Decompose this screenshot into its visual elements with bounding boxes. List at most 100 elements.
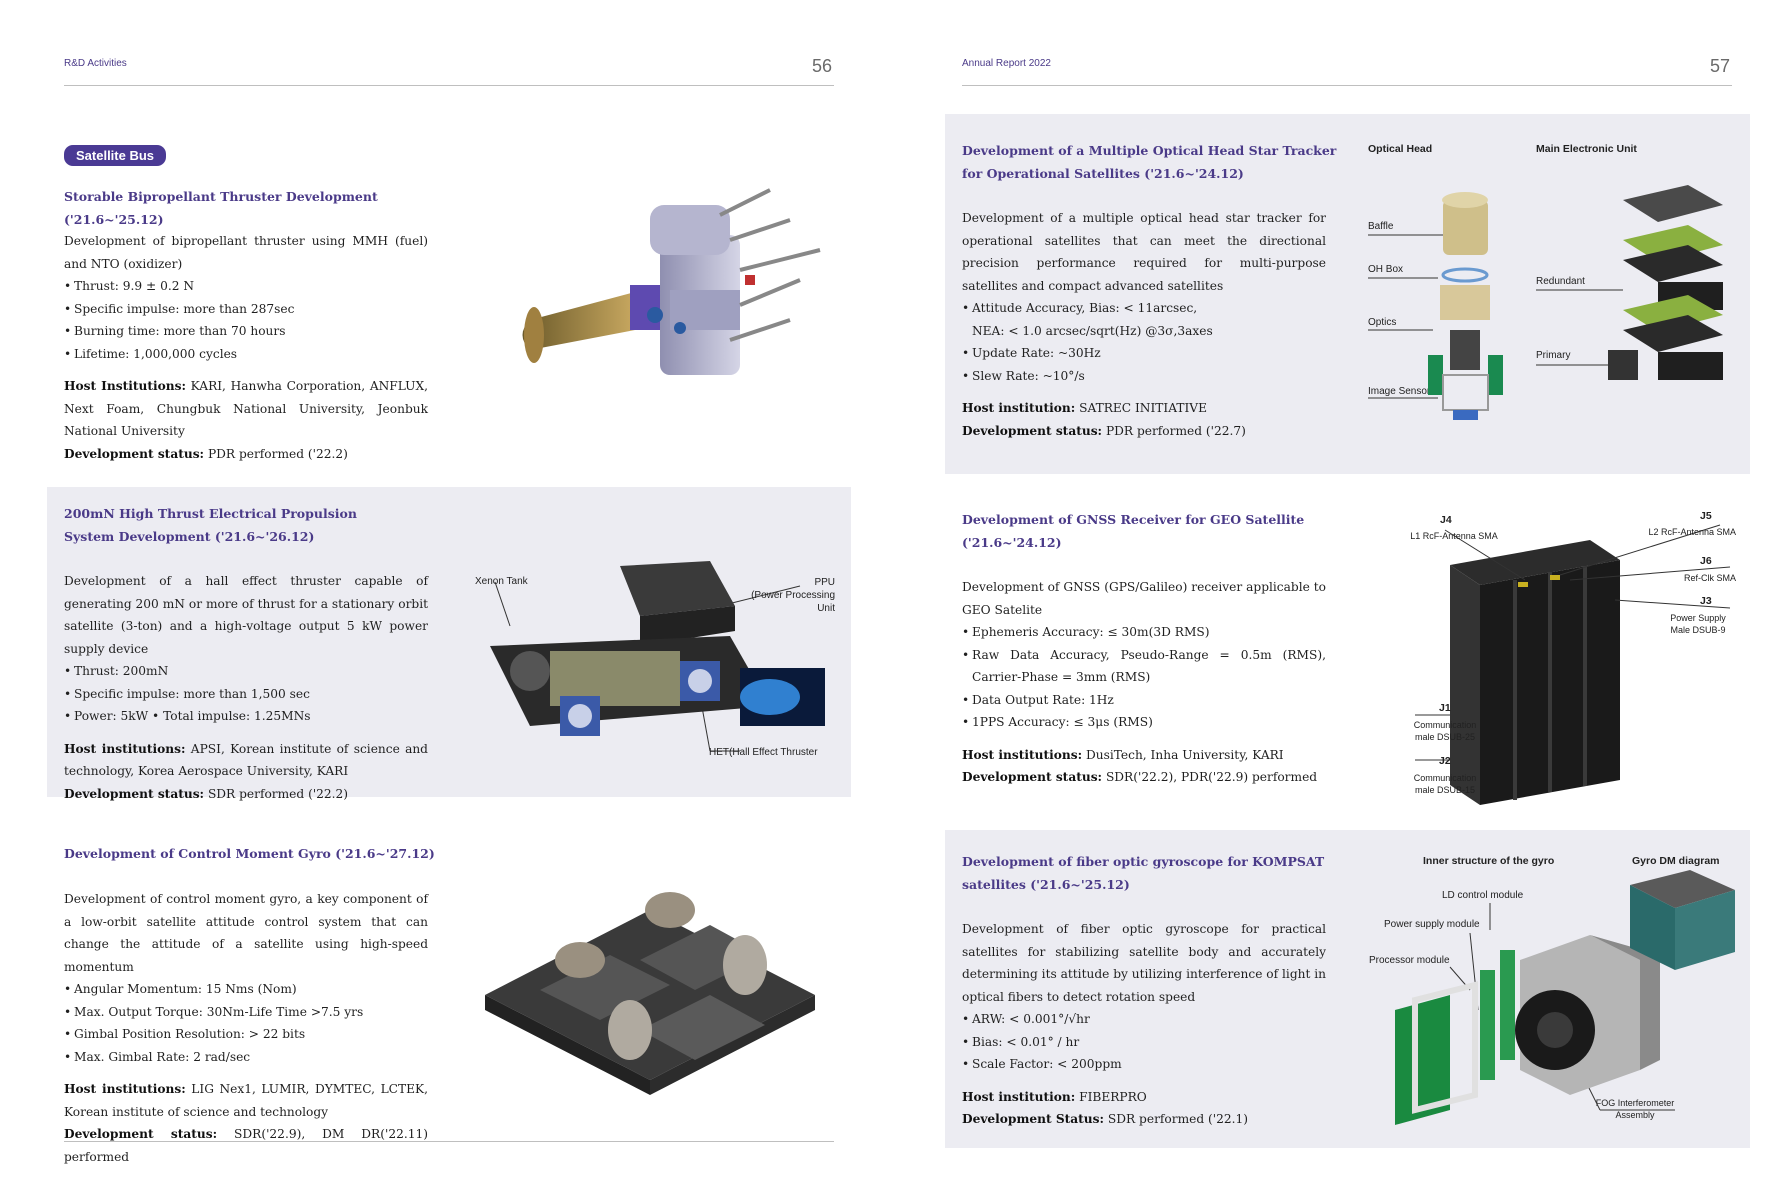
- hall-thruster-host-label: Host institutions:: [64, 741, 186, 756]
- label-inner-structure: Inner structure of the gyro: [1423, 855, 1555, 867]
- hall-thruster-bullet: Specific impulse: more than 1,500 sec: [64, 683, 428, 706]
- running-header-right: Annual Report 2022: [962, 58, 1051, 69]
- hall-thruster-figure: [490, 561, 825, 752]
- hall-thruster-bullet: Power: 5kW • Total impulse: 1.25MNs: [64, 705, 428, 728]
- label-oh-box: OH Box: [1368, 264, 1404, 275]
- gnss-title: Development of GNSS Receiver for GEO Sat…: [962, 512, 1305, 550]
- star-tracker-status-label: Development status:: [962, 423, 1103, 438]
- gnss-host-label: Host institutions:: [962, 747, 1083, 762]
- thruster-body: Development of bipropellant thruster usi…: [64, 230, 428, 465]
- label-main-electronic-unit: Main Electronic Unit: [1536, 143, 1637, 155]
- label-baffle: Baffle: [1368, 221, 1394, 232]
- header-rule-left: [64, 85, 834, 86]
- label-j1-desc: Communication male DSUB-25: [1413, 720, 1477, 742]
- label-optics: Optics: [1368, 317, 1397, 328]
- thruster-bullet: Specific impulse: more than 287sec: [64, 298, 428, 321]
- gnss-figure: [1415, 524, 1731, 805]
- label-j5: J5: [1700, 510, 1712, 522]
- cmg-bullet: Angular Momentum: 15 Nms (Nom): [64, 978, 428, 1001]
- cmg-figure: [485, 892, 815, 1095]
- cmg-status-label: Development status:: [64, 1127, 218, 1141]
- fog-title: Development of fiber optic gyroscope for…: [962, 854, 1325, 892]
- label-power-supply: Power supply module: [1384, 919, 1480, 930]
- cmg-title: Development of Control Moment Gyro ('21.…: [64, 846, 435, 861]
- label-primary: Primary: [1536, 350, 1571, 361]
- gnss-status-label: Development status:: [962, 770, 1103, 784]
- label-optical-head: Optical Head: [1368, 143, 1433, 155]
- star-tracker-bullet: Slew Rate: ~10°/s: [962, 365, 1326, 388]
- label-j3-desc: Power Supply Male DSUB-9: [1670, 613, 1726, 635]
- gnss-intro: Development of GNSS (GPS/Galileo) receiv…: [962, 580, 1326, 617]
- label-j3: J3: [1700, 595, 1712, 607]
- thruster-figure: [522, 188, 821, 375]
- star-tracker-status: PDR performed ('22.7): [1105, 423, 1246, 438]
- hall-thruster-bullet: Thrust: 200mN: [64, 660, 428, 683]
- fog-status-label: Development Status:: [962, 1112, 1105, 1126]
- gnss-bullet: 1PPS Accuracy: ≤ 3μs (RMS): [962, 711, 1326, 734]
- cmg-bullet: Max. Gimbal Rate: 2 rad/sec: [64, 1046, 428, 1069]
- gnss-bullet: Data Output Rate: 1Hz: [962, 689, 1326, 712]
- fog-host-label: Host institution:: [962, 1089, 1076, 1104]
- label-j4-desc: L1 RcF-Antenna SMA: [1410, 531, 1498, 541]
- star-tracker-bullet-cont: NEA: < 1.0 arcsec/sqrt(Hz) @3σ,3axes: [972, 323, 1213, 338]
- cmg-status: SDR('22.9), DM DR('22.11) performed: [64, 1127, 428, 1164]
- cmg-body: Development of control moment gyro, a ke…: [64, 888, 428, 1168]
- cmg-intro: Development of control moment gyro, a ke…: [64, 892, 428, 974]
- header-rule-right: [962, 85, 1732, 86]
- fog-status: SDR performed ('22.1): [1107, 1112, 1249, 1126]
- star-tracker-body: Development of a multiple optical head s…: [962, 207, 1326, 442]
- label-j1: J1: [1439, 702, 1451, 714]
- label-ppu: PPU (Power Processing Unit: [751, 577, 835, 614]
- thruster-bullet: Thrust: 9.9 ± 0.2 N: [64, 275, 428, 298]
- section-badge: Satellite Bus: [64, 145, 167, 166]
- cmg-bullet: Max. Output Torque: 30Nm-Life Time >7.5 …: [64, 1001, 428, 1024]
- fog-bullet: Bias: < 0.01° / hr: [962, 1031, 1326, 1054]
- thruster-status: PDR performed ('22.2): [207, 446, 348, 461]
- label-processor: Processor module: [1369, 955, 1450, 966]
- hall-thruster-body: Development of a hall effect thruster ca…: [64, 570, 428, 805]
- running-header-left: R&D Activities: [64, 58, 127, 69]
- gnss-status: SDR('22.2), PDR('22.9) performed: [1105, 770, 1318, 784]
- gnss-body: Development of GNSS (GPS/Galileo) receiv…: [962, 576, 1326, 789]
- hall-thruster-status: SDR performed ('22.2): [207, 786, 349, 801]
- label-j5-desc: L2 RcF-Antenna SMA: [1648, 527, 1736, 537]
- cmg-host: LIG Nex1, LUMIR, DYMTEC, LCTEK, Korean i…: [64, 1082, 428, 1119]
- page-number-left: 56: [812, 56, 833, 76]
- star-tracker-host-label: Host institution:: [962, 401, 1076, 415]
- label-xenon-tank: Xenon Tank: [475, 576, 528, 587]
- label-het: HET(Hall Effect Thruster: [709, 747, 818, 758]
- label-j6-desc: Ref-Clk SMA: [1683, 573, 1736, 583]
- fog-bullet: ARW: < 0.001°/√hr: [962, 1008, 1326, 1031]
- gnss-host: DusiTech, Inha University, KARI: [1085, 747, 1284, 762]
- thruster-status-label: Development status:: [64, 446, 205, 461]
- star-tracker-intro: Development of a multiple optical head s…: [962, 211, 1326, 293]
- hall-thruster-status-label: Development status:: [64, 786, 205, 801]
- hall-thruster-title: 200mN High Thrust Electrical Propulsion …: [64, 506, 357, 544]
- fog-body: Development of fiber optic gyroscope for…: [962, 918, 1326, 1131]
- fog-bullet: Scale Factor: < 200ppm: [962, 1053, 1326, 1076]
- thruster-bullet: Burning time: more than 70 hours: [64, 320, 428, 343]
- fog-host: FIBERPRO: [1079, 1089, 1147, 1104]
- thruster-intro: Development of bipropellant thruster usi…: [64, 234, 428, 271]
- star-tracker-host: SATREC INITIATIVE: [1079, 401, 1208, 415]
- fog-figure: [1395, 870, 1735, 1125]
- cmg-host-label: Host institutions:: [64, 1082, 186, 1096]
- thruster-title: Storable Bipropellant Thruster Developme…: [64, 189, 378, 227]
- star-tracker-title: Development of a Multiple Optical Head S…: [962, 143, 1337, 181]
- cmg-bullet: Gimbal Position Resolution: > 22 bits: [64, 1023, 428, 1046]
- label-gyro-dm: Gyro DM diagram: [1632, 855, 1720, 867]
- gnss-bullet: Raw Data Accuracy, Pseudo-Range = 0.5m (…: [962, 644, 1326, 689]
- label-j4: J4: [1440, 514, 1452, 526]
- label-j6: J6: [1700, 555, 1712, 567]
- label-j2-desc: Communication male DSUB-15: [1413, 773, 1477, 795]
- label-image-sensor: Image Sensor: [1368, 386, 1431, 397]
- label-ld-control: LD control module: [1442, 890, 1524, 901]
- hall-thruster-intro: Development of a hall effect thruster ca…: [64, 574, 428, 656]
- label-fog-assembly: FOG Interferometer Assembly: [1595, 1098, 1675, 1120]
- gnss-bullet: Ephemeris Accuracy: ≤ 30m(3D RMS): [962, 621, 1326, 644]
- label-redundant: Redundant: [1536, 276, 1585, 287]
- star-tracker-bullet: Attitude Accuracy, Bias: < 11arcsec,: [962, 297, 1326, 320]
- page-number-right: 57: [1710, 56, 1731, 76]
- star-tracker-panel: [945, 114, 1750, 474]
- star-tracker-bullet: Update Rate: ~30Hz: [962, 342, 1326, 365]
